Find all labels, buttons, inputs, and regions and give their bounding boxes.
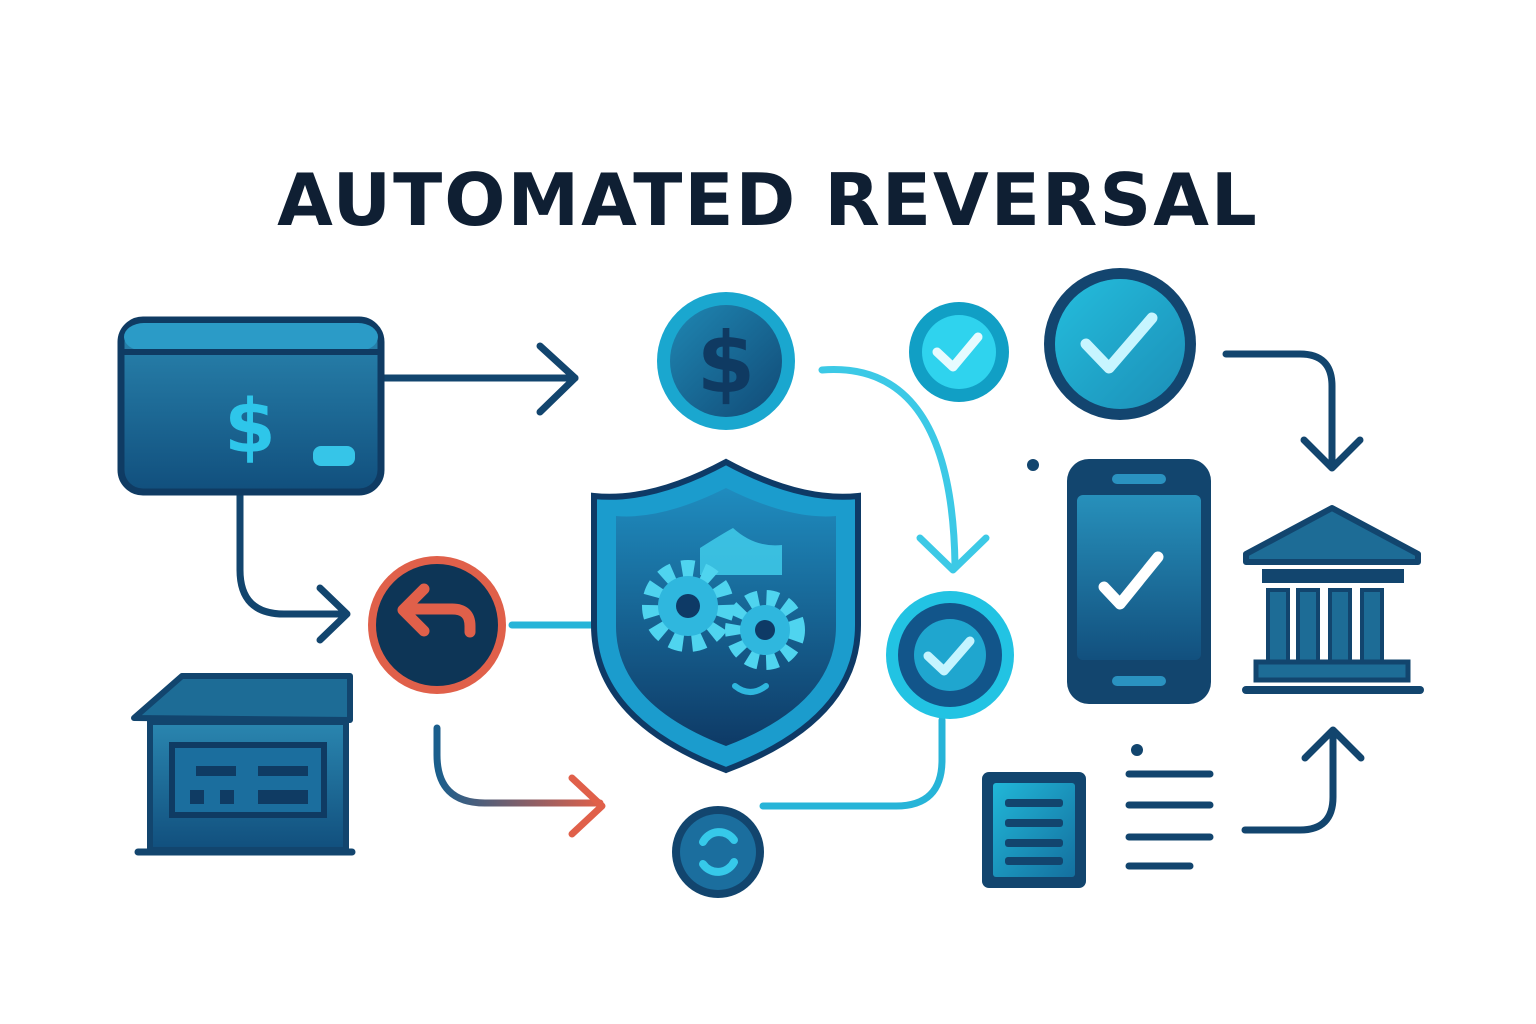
arrow-coin-to-check xyxy=(818,366,990,574)
svg-text:$: $ xyxy=(697,314,755,412)
document-icon xyxy=(982,772,1086,888)
bank-icon xyxy=(1242,505,1424,694)
svg-text:$: $ xyxy=(224,384,276,470)
refresh-icon xyxy=(672,806,764,898)
connectors xyxy=(236,342,1365,838)
reversal-arrow-icon xyxy=(368,556,506,694)
dot-1 xyxy=(1027,459,1039,471)
security-shield-gears-icon xyxy=(591,458,861,774)
gear-icon xyxy=(642,560,734,652)
page-title: AUTOMATED REVERSAL xyxy=(277,158,1259,242)
arrow-card-to-coin xyxy=(378,342,579,416)
check-circle-icon xyxy=(909,302,1009,402)
arrow-badge-to-bank xyxy=(1222,350,1364,472)
storefront-icon xyxy=(131,673,356,856)
verified-badge-icon xyxy=(1044,268,1196,420)
gear-icon xyxy=(725,590,805,670)
arrow-reversal-to-refresh xyxy=(433,724,606,838)
list-icon xyxy=(1125,770,1214,870)
mobile-approved-icon xyxy=(1067,459,1211,704)
line-check-to-refresh xyxy=(759,716,946,810)
dot-2 xyxy=(1131,744,1143,756)
arrow-list-to-bank xyxy=(1241,726,1365,834)
credit-card-icon: $ xyxy=(117,316,385,496)
check-circle-icon xyxy=(886,591,1014,719)
arrow-card-to-reversal xyxy=(236,488,351,644)
dollar-coin-icon: $ xyxy=(657,292,795,430)
